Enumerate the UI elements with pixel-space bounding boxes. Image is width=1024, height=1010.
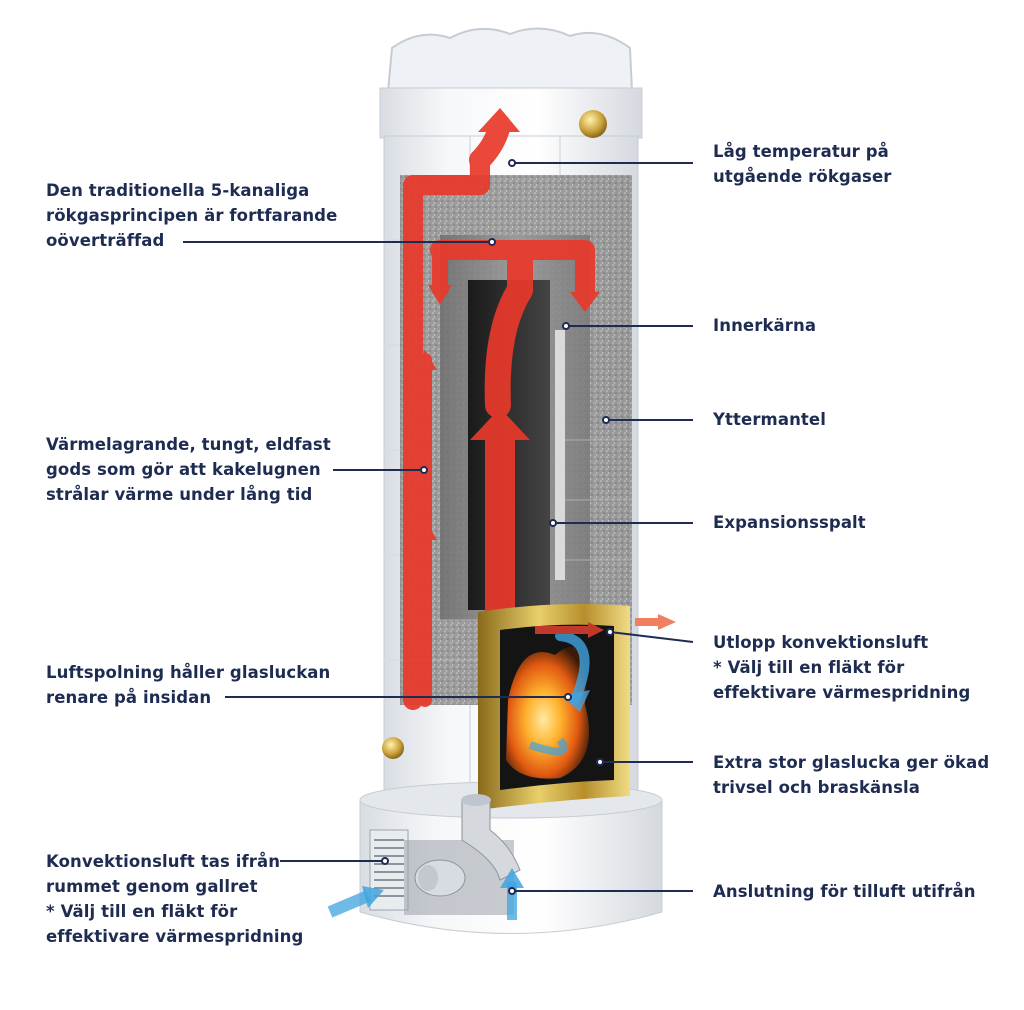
label-line: effektivare värmespridning (713, 683, 971, 702)
label-line: * Välj till en fläkt för (46, 902, 238, 921)
label-lag-temperatur: Låg temperatur på utgående rökgaser (713, 139, 892, 189)
label-line: Yttermantel (713, 410, 826, 429)
label-line: rummet genom gallret (46, 877, 258, 896)
label-line: Anslutning för tilluft utifrån (713, 882, 976, 901)
label-rokgas-princip: Den traditionella 5-kanaliga rökgasprinc… (46, 178, 337, 253)
label-luftspolning: Luftspolning håller glasluckan renare på… (46, 660, 330, 710)
flue-arrow-top-cross (430, 240, 595, 305)
label-line: * Välj till en fläkt för (713, 658, 905, 677)
label-anslutning: Anslutning för tilluft utifrån (713, 879, 976, 904)
label-line: rökgasprincipen är fortfarande (46, 206, 338, 225)
label-line: Konvektionsluft tas ifrån (46, 852, 281, 871)
glass-door (478, 604, 676, 810)
base-parts (327, 794, 524, 920)
label-line: strålar värme under lång tid (46, 485, 313, 504)
label-line: utgående rökgaser (713, 167, 892, 186)
stove-crown (386, 27, 634, 93)
label-line: gods som gör att kakelugnen (46, 460, 321, 479)
flue-arrow-inner-rise (484, 249, 533, 418)
leader-lines (183, 159, 694, 895)
label-varmelagrande: Värmelagrande, tungt, eldfast gods som g… (46, 432, 331, 507)
label-yttermantel: Yttermantel (713, 407, 826, 432)
brass-knob-top (579, 110, 607, 138)
expansion-gap (555, 330, 565, 580)
label-line: Innerkärna (713, 316, 817, 335)
flue-arrowhead-exhaust (478, 108, 520, 132)
label-line: effektivare värmespridning (46, 927, 304, 946)
label-glaslucka: Extra stor glaslucka ger ökad trivsel oc… (713, 750, 989, 800)
fresh-air-pipe (461, 799, 521, 881)
door-air-flow (555, 631, 590, 705)
label-line: renare på insidan (46, 688, 212, 707)
label-line: trivsel och braskänsla (713, 778, 921, 797)
label-line: Värmelagrande, tungt, eldfast (46, 435, 331, 454)
cold-air-arrow-left (327, 890, 371, 918)
leader-utlopp (609, 631, 694, 643)
fire-flames (506, 646, 590, 779)
label-line: Den traditionella 5-kanaliga (46, 181, 310, 200)
label-line: oöverträffad (46, 231, 165, 250)
flue-gas-arrows (403, 108, 600, 710)
flue-arrowhead-main (470, 408, 530, 440)
flue-arrow-outer-left (403, 150, 490, 710)
label-line: Låg temperatur på (713, 142, 889, 161)
label-konvektionsluft: Konvektionsluft tas ifrån rummet genom g… (46, 849, 303, 949)
label-line: Expansionsspalt (713, 513, 866, 532)
label-line: Utlopp konvektionsluft (713, 633, 929, 652)
label-line: Luftspolning håller glasluckan (46, 663, 331, 682)
brass-knob-left (382, 737, 404, 759)
label-utlopp: Utlopp konvektionsluft * Välj till en fl… (713, 630, 970, 705)
label-line: Extra stor glaslucka ger ökad (713, 753, 990, 772)
label-expansionsspalt: Expansionsspalt (713, 510, 866, 535)
label-innerkarna: Innerkärna (713, 313, 816, 338)
